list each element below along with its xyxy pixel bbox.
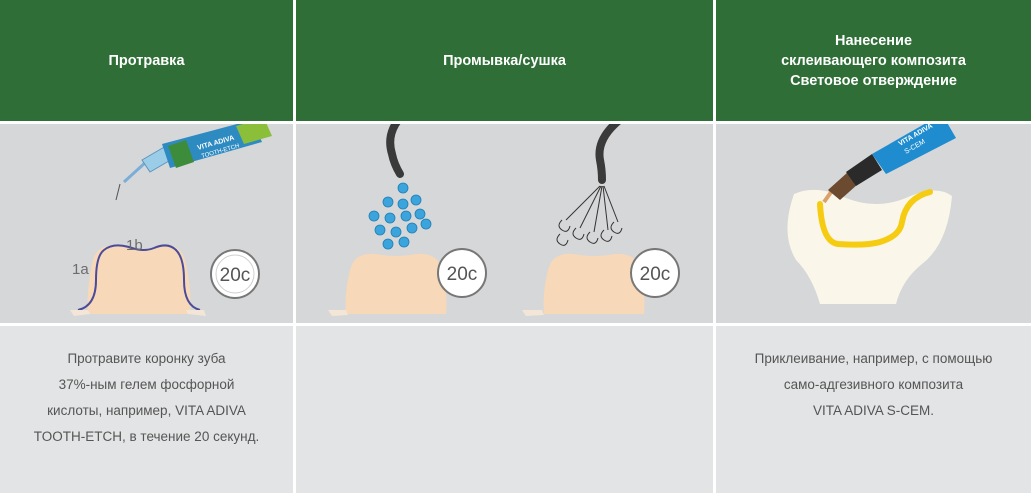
etch-syringe-icon: VITA ADIVA TOOTH-ETCH (116, 124, 272, 200)
description-etching: Протравите коронку зуба 37%-ным гелем фо… (0, 326, 293, 493)
description-bonding: Приклеивание, например, с помощью само-а… (716, 326, 1031, 493)
tooth-icon (70, 245, 206, 316)
timer-icon: 20с (631, 249, 679, 297)
timer-icon: 20с (438, 249, 486, 297)
air-stream-icon (557, 186, 622, 245)
water-droplets-icon (369, 183, 431, 249)
s-cem-syringe-icon: VITA ADIVA S-CEM (824, 124, 956, 202)
tooth-icon (544, 254, 645, 314)
illustration-etching: VITA ADIVA TOOTH-ETCH 1b 1a 20с (0, 124, 293, 323)
svg-text:20с: 20с (447, 264, 478, 285)
illustration-rinse-dry: 20с 20с (296, 124, 713, 323)
label-1b: 1b (126, 237, 143, 254)
label-1a: 1a (72, 261, 89, 278)
description-rinse-dry (296, 326, 713, 493)
water-nozzle-icon (390, 124, 400, 174)
illustration-bonding: VITA ADIVA S-CEM (716, 124, 1031, 323)
svg-text:20с: 20с (640, 264, 671, 285)
header-bonding: Нанесение склеивающего композита Светово… (716, 0, 1031, 121)
header-etching: Протравка (0, 0, 293, 121)
svg-text:20с: 20с (220, 265, 251, 286)
header-rinse-dry: Промывка/сушка (296, 0, 713, 121)
air-nozzle-icon (599, 124, 622, 180)
timer-icon: 20с (211, 250, 259, 298)
tooth-icon (346, 254, 447, 314)
